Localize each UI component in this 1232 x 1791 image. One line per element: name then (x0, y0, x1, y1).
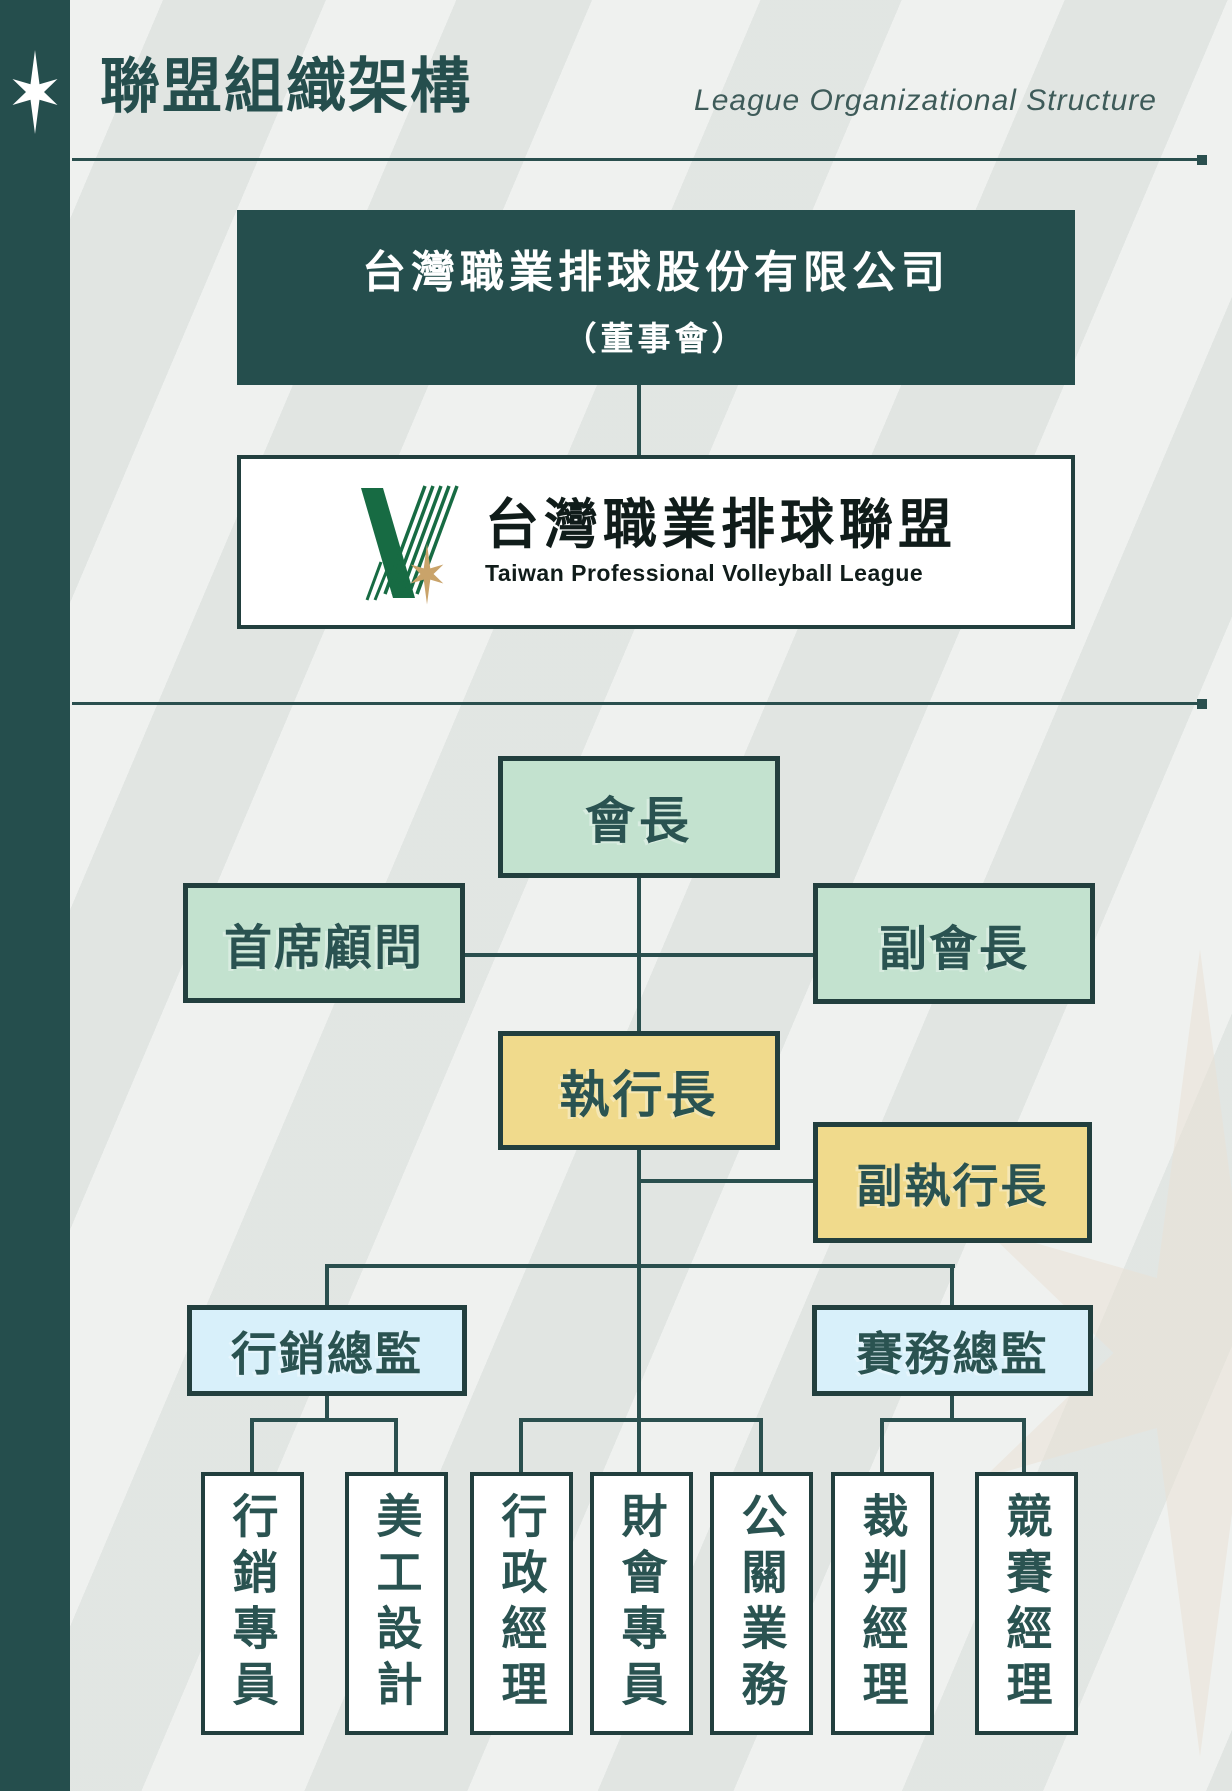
org-box-finance-specialist: 財會專員 (590, 1472, 693, 1735)
connector-trunk-to-staff (637, 1264, 641, 1474)
connector-drop-staff-7 (1022, 1418, 1026, 1474)
connector-drop-staff-5 (759, 1418, 763, 1474)
org-box-ceo: 執行長 (498, 1031, 780, 1150)
connector-marketing-down (325, 1396, 329, 1422)
connector-company-to-league (637, 385, 641, 455)
connector-sub-branch-right (880, 1418, 1026, 1422)
connector-drop-staff-6 (880, 1418, 884, 1474)
page-subtitle-english: League Organizational Structure (694, 84, 1157, 117)
connector-drop-staff-1 (250, 1418, 254, 1474)
company-board-label: （董事會） (563, 319, 749, 357)
sidebar (0, 0, 70, 1791)
connector-drop-staff-3 (519, 1418, 523, 1474)
connector-drop-competition-director (950, 1264, 954, 1308)
league-name-english: Taiwan Professional Volleyball League (485, 559, 924, 586)
connector-advisor-vicechairman (465, 953, 813, 957)
org-box-admin-manager: 行政經理 (470, 1472, 573, 1735)
org-box-chairman: 會長 (498, 756, 780, 878)
league-name-chinese: 台灣職業排球聯盟 (485, 495, 957, 556)
connector-sub-branch-center (519, 1418, 763, 1422)
connector-drop-marketing-director (325, 1264, 329, 1308)
page-title: 聯盟組織架構 (100, 53, 472, 120)
header-divider-end-dot (1197, 155, 1207, 165)
section-divider (72, 702, 1198, 705)
connector-sub-branch-left (250, 1418, 398, 1422)
connector-drop-staff-2 (394, 1418, 398, 1474)
org-box-marketing-director: 行銷總監 (187, 1305, 467, 1396)
section-divider-end-dot (1197, 699, 1207, 709)
green-striped-v-icon (361, 485, 459, 601)
org-box-deputy-ceo: 副執行長 (813, 1122, 1092, 1243)
org-box-chief-advisor: 首席顧問 (183, 883, 465, 1003)
sparkle-star-icon (12, 50, 58, 134)
org-box-competition-director: 賽務總監 (812, 1305, 1093, 1396)
org-box-graphic-design: 美工設計 (345, 1472, 448, 1735)
org-box-vice-chairman: 副會長 (813, 883, 1095, 1004)
league-logo-mark (355, 482, 459, 605)
connector-competition-down (950, 1396, 954, 1422)
league-logo-text: 台灣職業排球聯盟 Taiwan Professional Volleyball … (485, 497, 957, 587)
connector-to-deputy-ceo (639, 1179, 813, 1183)
gold-sparkle-star-icon (410, 543, 444, 605)
league-logo-box: 台灣職業排球聯盟 Taiwan Professional Volleyball … (237, 455, 1075, 629)
org-box-competition-manager: 競賽經理 (975, 1472, 1078, 1735)
header-divider (72, 158, 1198, 161)
org-box-pr-business: 公關業務 (710, 1472, 813, 1735)
org-box-company-board: 台灣職業排球股份有限公司 （董事會） (237, 210, 1075, 385)
org-box-marketing-specialist: 行銷專員 (201, 1472, 304, 1735)
company-name: 台灣職業排球股份有限公司 (362, 247, 950, 297)
org-box-referee-manager: 裁判經理 (831, 1472, 934, 1735)
connector-ceo-down (637, 1150, 641, 1268)
